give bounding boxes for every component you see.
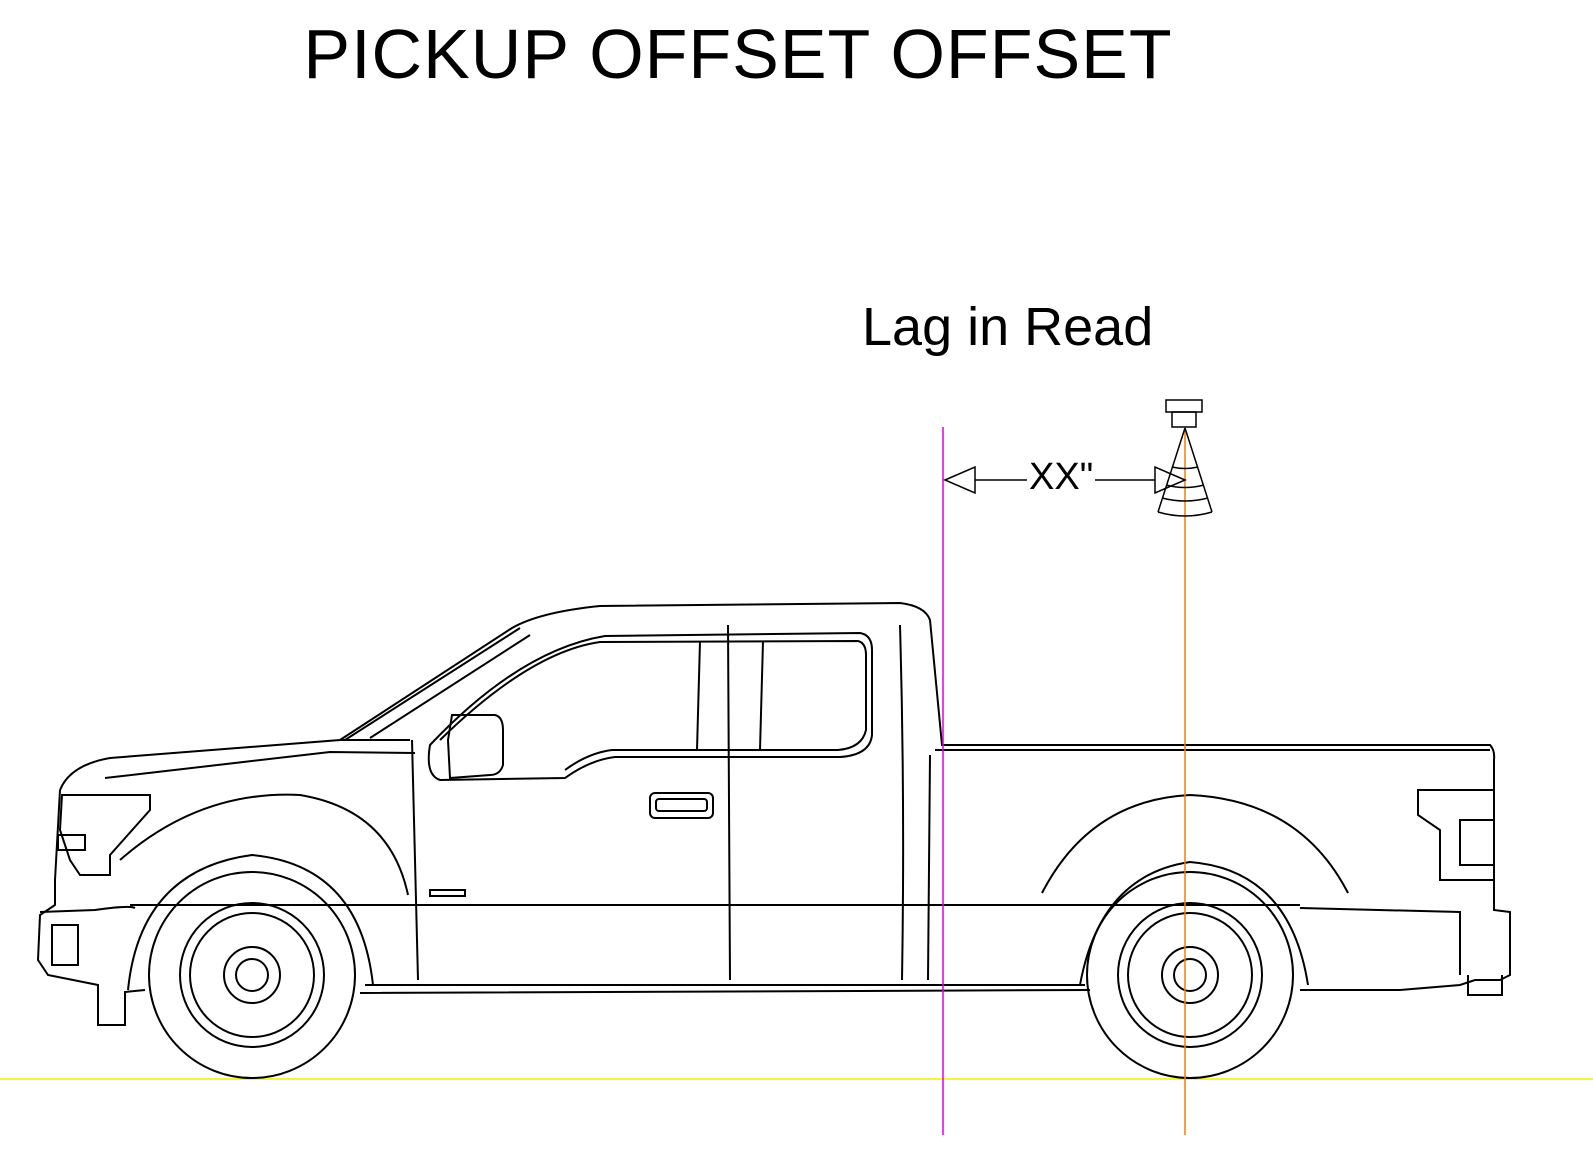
rear-wheel: [1086, 871, 1294, 1079]
pickup-truck: [36, 601, 1511, 1026]
dimension-label: XX": [1027, 456, 1096, 499]
diagram-subtitle: Lag in Read: [862, 297, 1154, 357]
sensor-icon: [1157, 399, 1213, 517]
front-wheel: [148, 871, 356, 1079]
diagram-title: PICKUP OFFSET OFFSET: [303, 15, 1173, 93]
